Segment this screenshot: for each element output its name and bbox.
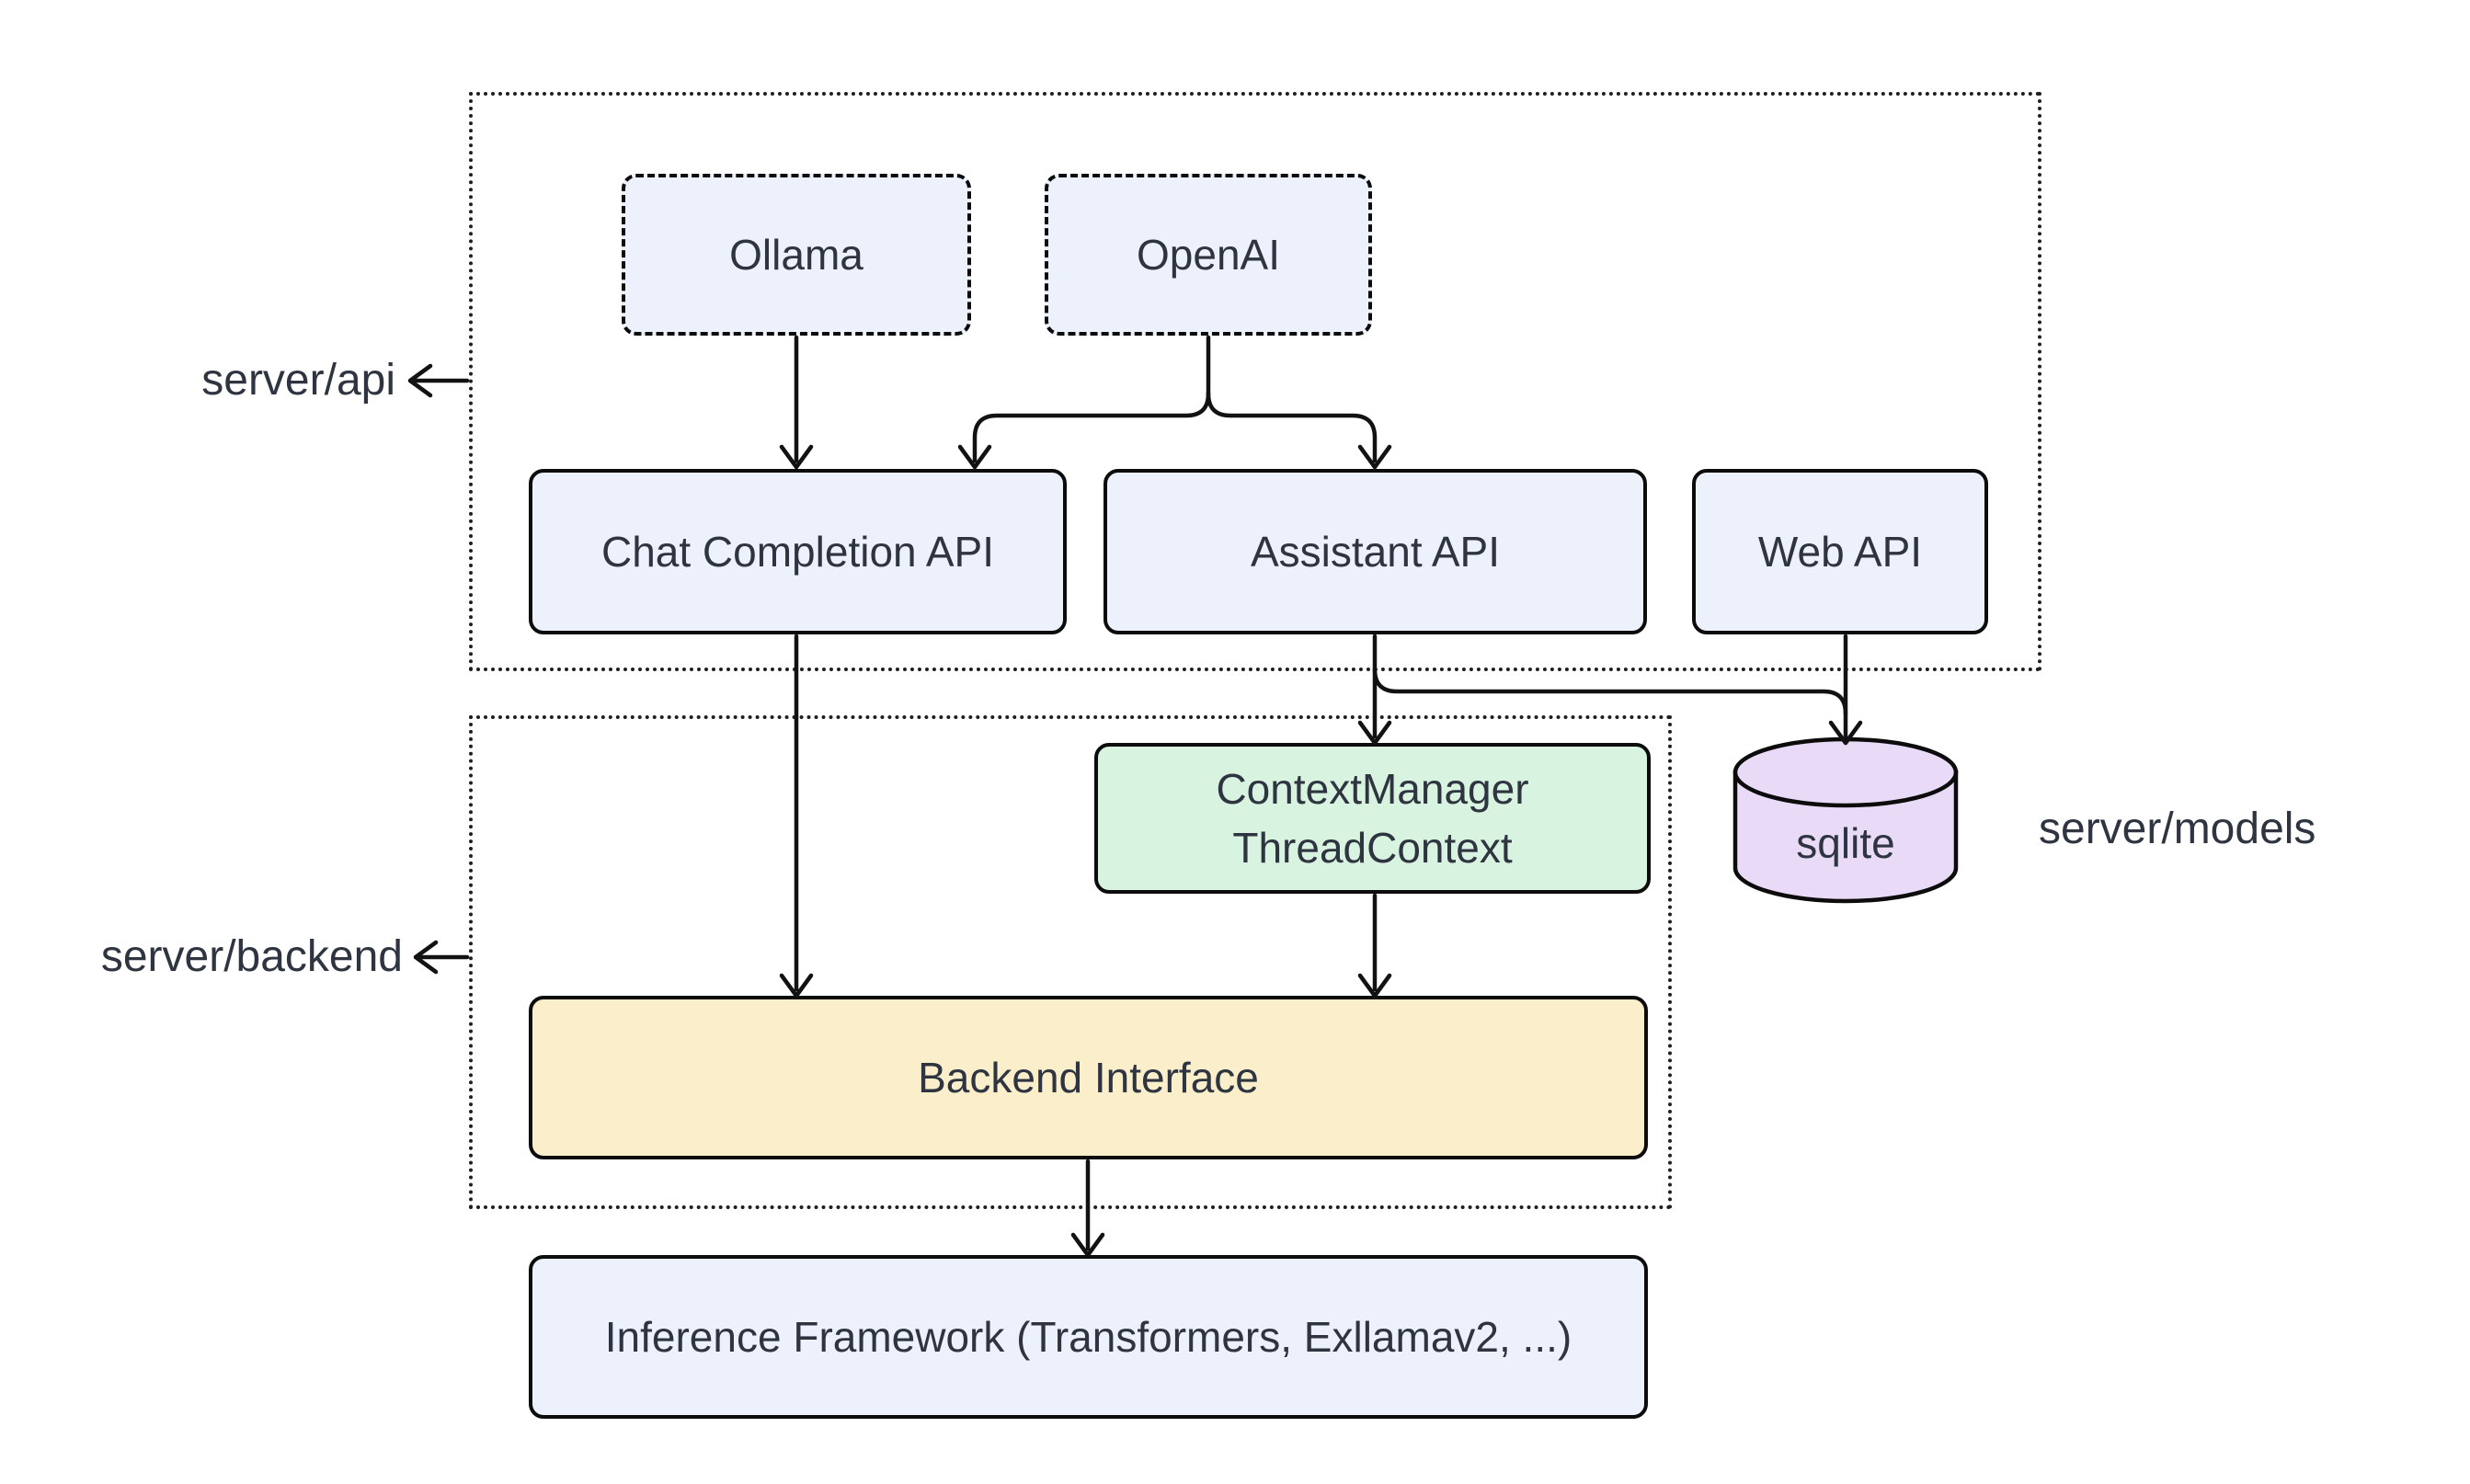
server-backend-label: server/backend — [100, 932, 403, 981]
node-ollama: Ollama — [622, 174, 971, 336]
node-openai-label: OpenAI — [1137, 230, 1280, 279]
arrow-server-backend-pointer — [413, 940, 470, 975]
node-backend-interface-label: Backend Interface — [918, 1053, 1259, 1102]
sqlite-label: sqlite — [1796, 819, 1895, 867]
server-models-label: server/models — [2039, 805, 2316, 853]
node-inference-framework: Inference Framework (Transformers, Exlla… — [529, 1255, 1648, 1419]
node-chat-completion-api-label: Chat Completion API — [600, 527, 994, 576]
node-context-manager-label-line1: ContextManager — [1216, 764, 1529, 813]
server-api-label: server/api — [201, 356, 395, 405]
node-chat-completion-api: Chat Completion API — [529, 469, 1067, 634]
node-openai: OpenAI — [1045, 174, 1372, 336]
node-assistant-api-label: Assistant API — [1250, 527, 1500, 576]
node-ollama-label: Ollama — [729, 230, 863, 279]
server-api-container — [469, 92, 2041, 671]
arrow-assistant-to-sqlite-branch — [1372, 667, 1848, 716]
node-assistant-api: Assistant API — [1103, 469, 1647, 634]
node-web-api: Web API — [1692, 469, 1988, 634]
node-context-manager: ContextManager ThreadContext — [1094, 743, 1651, 894]
node-context-manager-label-line2: ThreadContext — [1232, 824, 1513, 872]
server-backend-container — [469, 715, 1672, 1209]
node-backend-interface: Backend Interface — [529, 996, 1648, 1159]
node-inference-framework-label: Inference Framework (Transformers, Exlla… — [604, 1312, 1572, 1361]
node-web-api-label: Web API — [1757, 527, 1923, 576]
sqlite-cylinder-top — [1732, 736, 1959, 808]
arrow-server-api-pointer — [407, 363, 470, 398]
